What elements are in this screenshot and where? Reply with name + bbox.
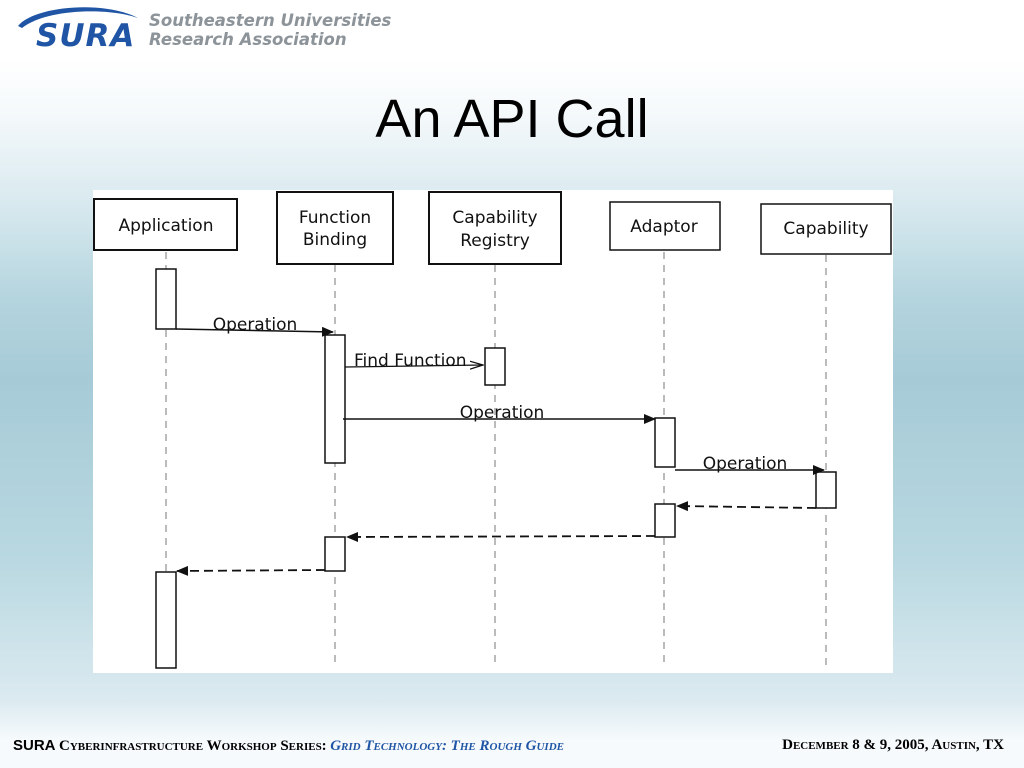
- slide-title: An API Call: [375, 89, 649, 149]
- participant-function-binding: Function Binding: [276, 191, 394, 265]
- return-capability-to-adaptor: [676, 501, 817, 512]
- activation-function-binding-2: [324, 536, 346, 572]
- participant-capability: Capability: [760, 203, 892, 255]
- footer-series: SURA Cyberinfrastructure Workshop Series…: [13, 737, 564, 755]
- activation-bars: [155, 268, 837, 669]
- participant-label: Capability: [452, 208, 537, 228]
- message-operation-3: Operation: [675, 454, 825, 475]
- org-line-1: Southeastern Universities: [149, 11, 392, 30]
- footer-date: December 8 & 9, 2005, Austin, TX: [782, 737, 1004, 753]
- message-label: Operation: [703, 454, 788, 474]
- org-line-2: Research Association: [149, 30, 347, 49]
- logo-text: SURA: [36, 18, 136, 54]
- sequence-diagram: Application Function Binding Capability …: [93, 190, 893, 673]
- footer-guide-title: Grid Technology: The Rough Guide: [330, 738, 564, 754]
- footer-series-title: Cyberinfrastructure Workshop Series:: [59, 738, 327, 754]
- participant-label-line2: Binding: [303, 230, 367, 250]
- footer-sura: SURA: [13, 737, 56, 754]
- activation-application-1: [155, 268, 177, 330]
- return-adaptor-to-function-binding: [346, 531, 656, 542]
- message-find-function: Find Function: [344, 351, 483, 371]
- participant-label: Capability: [783, 219, 868, 239]
- participant-application: Application: [93, 198, 238, 251]
- participant-adaptor: Adaptor: [609, 201, 721, 251]
- message-operation-2: Operation: [343, 403, 656, 424]
- header: SURA Southeastern Universities Research …: [0, 0, 1024, 60]
- activation-registry: [484, 347, 506, 386]
- activation-application-2: [155, 571, 177, 669]
- organization-name: Southeastern Universities Research Assoc…: [149, 11, 391, 49]
- participant-label: Function: [299, 208, 371, 228]
- participant-label: Adaptor: [630, 217, 697, 237]
- return-function-binding-to-application: [176, 565, 326, 576]
- message-operation-1: Operation: [175, 315, 334, 337]
- message-label: Find Function: [354, 351, 467, 371]
- message-label: Operation: [460, 403, 545, 423]
- logo-swoosh-icon: [18, 7, 138, 28]
- message-label: Operation: [213, 315, 298, 335]
- sura-logo: SURA: [14, 4, 144, 54]
- activation-adaptor-2: [654, 503, 676, 538]
- participant-label-line2: Registry: [460, 231, 530, 251]
- participant-capability-registry: Capability Registry: [428, 191, 562, 265]
- participant-label: Application: [119, 216, 214, 236]
- activation-capability: [815, 471, 837, 509]
- footer: SURA Cyberinfrastructure Workshop Series…: [0, 733, 1024, 759]
- activation-adaptor-1: [654, 417, 676, 468]
- activation-function-binding-1: [324, 334, 346, 464]
